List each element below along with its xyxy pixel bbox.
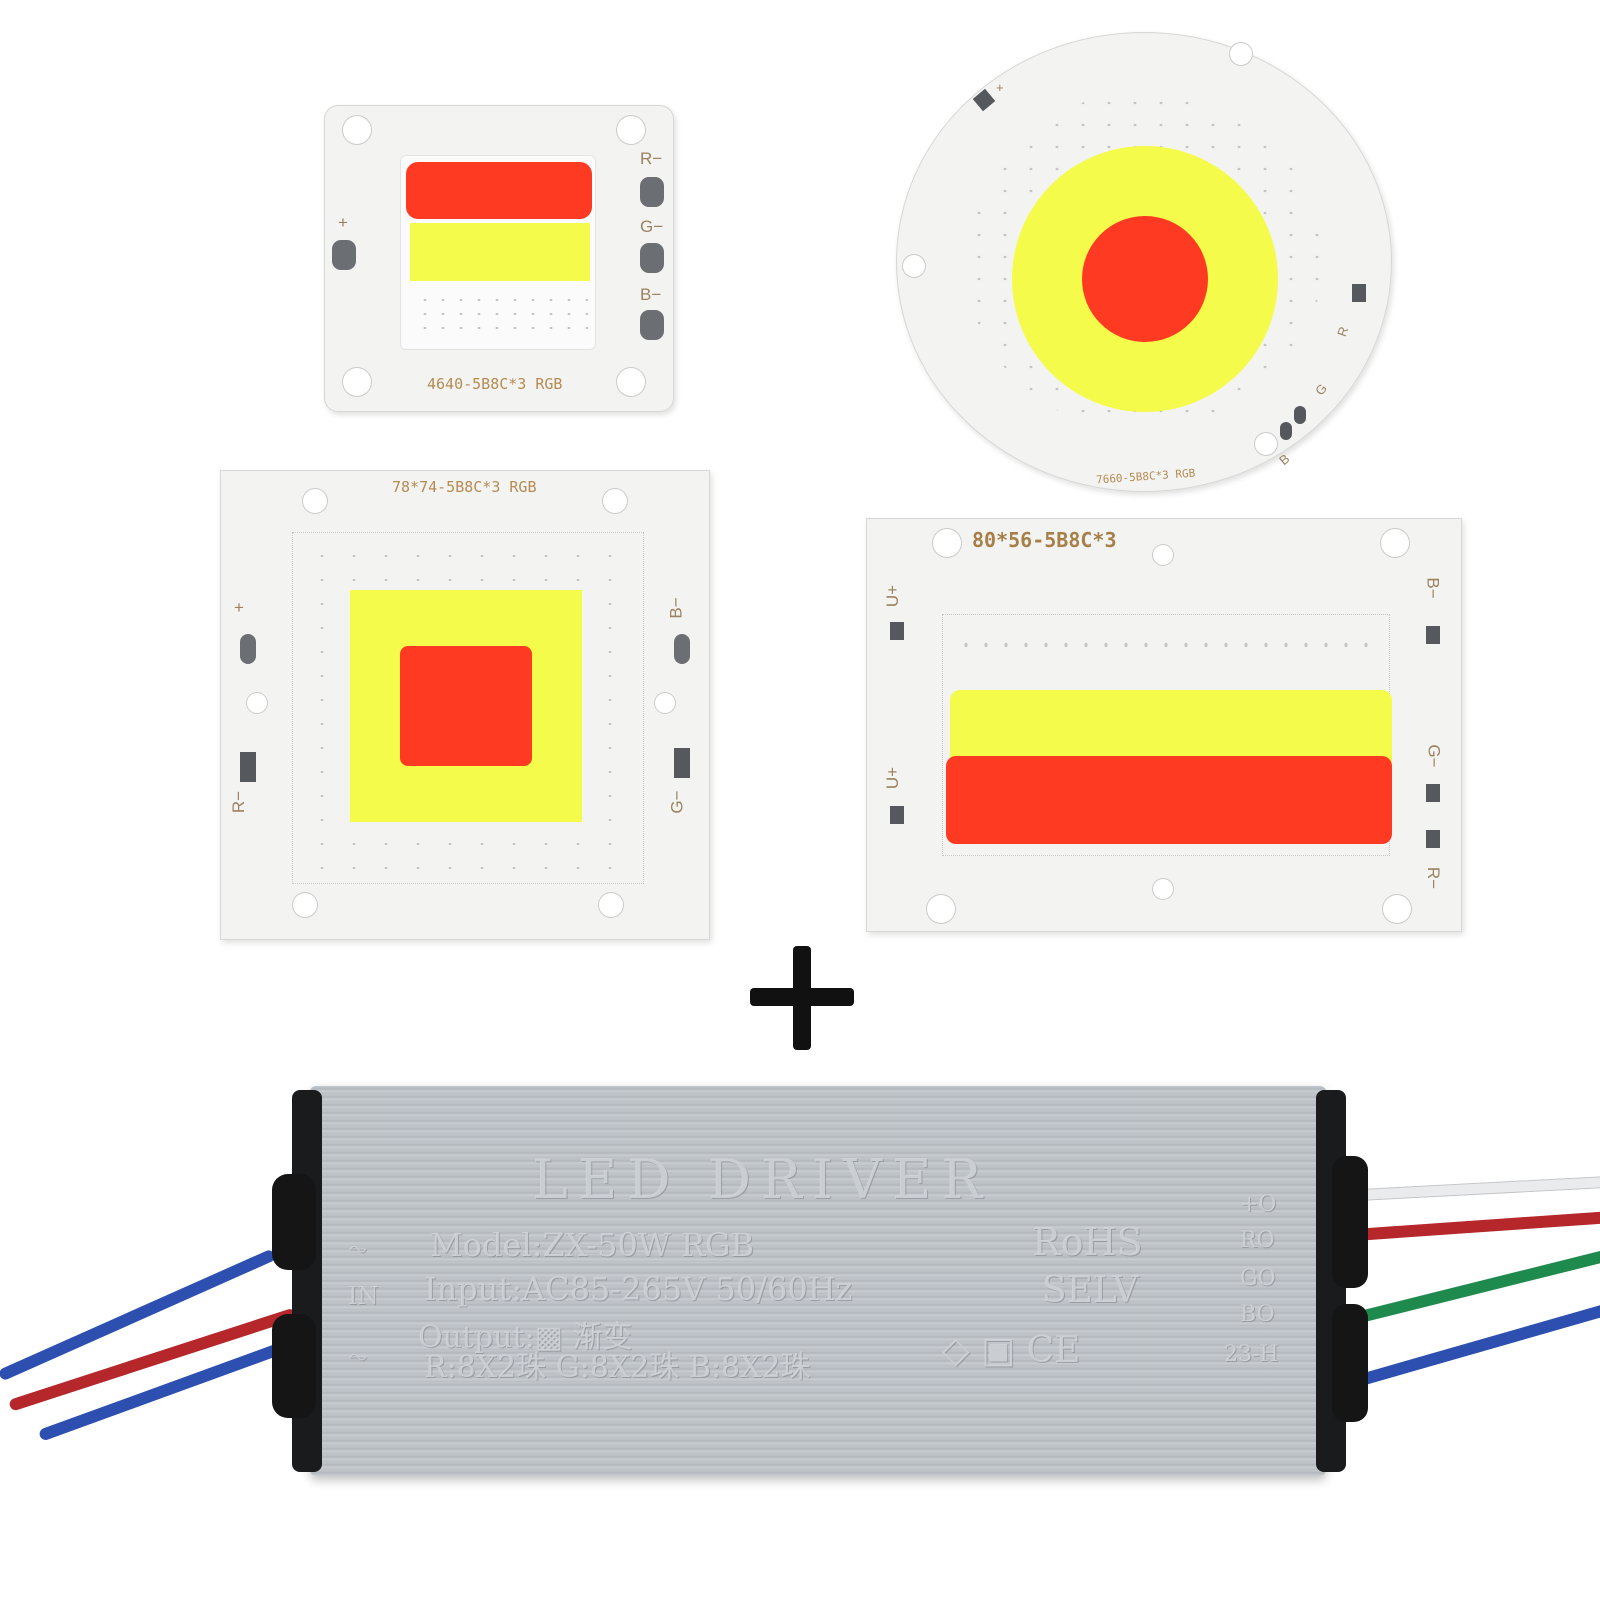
mounting-hole bbox=[1380, 528, 1410, 558]
led-driver: LED DRIVER ⏦ Model:ZX-50W RGB IN Input:A… bbox=[272, 1086, 1368, 1476]
solder-pad-r bbox=[240, 752, 256, 782]
solder-pad-r bbox=[1426, 830, 1440, 848]
driver-output-spec: Output:▩ 渐变 bbox=[418, 1320, 633, 1355]
mounting-hole bbox=[1152, 878, 1174, 900]
solder-pad-b bbox=[640, 310, 664, 340]
cob-chip-7874: + R− B− G− 78*74-5B8C*3 RGB bbox=[220, 470, 710, 940]
ac-symbol: ⏦ bbox=[348, 1342, 368, 1370]
red-led-center bbox=[1082, 216, 1208, 342]
plus-icon bbox=[750, 946, 854, 1050]
grommet-right-top bbox=[1332, 1156, 1368, 1288]
mounting-hole bbox=[926, 894, 956, 924]
chip-model-label: 78*74-5B8C*3 RGB bbox=[392, 478, 537, 496]
solder-pad-g bbox=[1294, 406, 1306, 424]
date-code: 23-H bbox=[1224, 1342, 1279, 1367]
mounting-hole bbox=[1229, 42, 1253, 66]
solder-pad-b bbox=[1280, 422, 1292, 440]
mounting-hole bbox=[1254, 432, 1278, 456]
mounting-hole bbox=[342, 115, 372, 145]
grommet-left-top bbox=[272, 1174, 316, 1270]
in-label: IN bbox=[348, 1282, 379, 1310]
chip-model-label: 80*56-5B8C*3 bbox=[972, 528, 1117, 552]
output-label-plus: +O bbox=[1240, 1192, 1277, 1217]
solder-pad-plus bbox=[240, 634, 256, 664]
mounting-hole bbox=[302, 488, 328, 514]
mounting-hole bbox=[616, 115, 646, 145]
yellow-led-strip bbox=[950, 690, 1392, 768]
output-wire-white bbox=[1339, 1175, 1600, 1202]
chip-model-label: 7660-5B8C*3 RGB bbox=[1095, 466, 1196, 487]
pin-label-g: G bbox=[1312, 380, 1331, 399]
solder-pad-u2 bbox=[890, 806, 904, 824]
mounting-hole bbox=[342, 367, 372, 397]
mounting-hole bbox=[1152, 544, 1174, 566]
pin-label-r: R− bbox=[1424, 866, 1444, 890]
grommet-right-bottom bbox=[1332, 1304, 1368, 1422]
output-label-g: GO bbox=[1240, 1266, 1276, 1291]
driver-title: LED DRIVER bbox=[532, 1148, 993, 1211]
pin-label-plus: + bbox=[234, 598, 244, 617]
yellow-led-strip bbox=[410, 223, 590, 281]
pin-label-u1: U+ bbox=[883, 584, 903, 608]
mounting-hole bbox=[246, 692, 268, 714]
mounting-hole bbox=[602, 488, 628, 514]
solder-pad-r bbox=[640, 177, 664, 207]
pin-label-b: B− bbox=[666, 597, 686, 619]
driver-model: Model:ZX-50W RGB bbox=[430, 1226, 755, 1264]
pin-label-b: B− bbox=[1423, 577, 1443, 599]
mounting-hole bbox=[902, 254, 926, 278]
mounting-hole bbox=[292, 892, 318, 918]
solder-pad-u1 bbox=[890, 622, 904, 640]
mounting-hole bbox=[654, 692, 676, 714]
mounting-hole bbox=[616, 367, 646, 397]
rohs-mark: RoHS bbox=[1032, 1220, 1143, 1264]
pin-label-plus: + bbox=[996, 80, 1004, 95]
red-led-square bbox=[400, 646, 532, 766]
solder-pad-plus bbox=[332, 240, 356, 270]
red-led-strip bbox=[946, 756, 1392, 844]
mounting-hole bbox=[932, 528, 962, 558]
pin-label-g: G− bbox=[667, 790, 687, 814]
pin-label-b: B bbox=[1276, 450, 1293, 469]
pin-label-r: R− bbox=[640, 149, 663, 168]
chip-model-label: 4640-5B8C*3 RGB bbox=[427, 375, 563, 393]
solder-pad-b bbox=[674, 634, 690, 664]
driver-input-spec: Input:AC85-265V 50/60Hz bbox=[424, 1270, 853, 1308]
pin-label-r: R bbox=[1334, 324, 1352, 339]
output-label-r: RO bbox=[1240, 1228, 1275, 1253]
driver-body bbox=[310, 1086, 1326, 1476]
mounting-hole bbox=[598, 892, 624, 918]
cob-chip-8056: U+ U+ B− G− R− 80*56-5B8C*3 bbox=[866, 518, 1462, 932]
pin-label-g: G− bbox=[1424, 744, 1444, 768]
output-wire-red bbox=[1339, 1211, 1600, 1242]
solder-pad-b bbox=[1426, 626, 1440, 644]
mounting-hole bbox=[1382, 894, 1412, 924]
output-label-b: BO bbox=[1240, 1302, 1275, 1327]
led-area bbox=[292, 532, 644, 884]
ac-symbol: ⏦ bbox=[348, 1234, 368, 1262]
solder-pad-g bbox=[640, 243, 664, 273]
pin-label-plus: + bbox=[338, 213, 348, 232]
driver-channel-spec: R:8X2珠 G:8X2珠 B:8X2珠 bbox=[424, 1350, 811, 1385]
solder-pad-r bbox=[1352, 284, 1366, 302]
solder-pad-g bbox=[1426, 784, 1440, 802]
red-led-strip bbox=[406, 162, 592, 219]
cob-chip-4640: + R− G− B− 4640-5B8C*3 RGB bbox=[324, 105, 674, 412]
pin-label-g: G− bbox=[640, 217, 664, 236]
selv-mark: SELV bbox=[1042, 1270, 1139, 1311]
pin-label-b: B− bbox=[640, 285, 662, 304]
solder-pad-plus bbox=[972, 88, 996, 112]
solder-pad-g bbox=[674, 748, 690, 778]
grommet-left-bottom bbox=[272, 1314, 316, 1418]
blue-led-dots bbox=[416, 293, 588, 339]
pin-label-r: R− bbox=[229, 790, 249, 814]
pin-label-u2: U+ bbox=[883, 766, 903, 790]
certification-marks: ◇ ▣ CE bbox=[942, 1330, 1081, 1371]
cob-chip-7660: + R G B 7660-5B8C*3 RGB bbox=[896, 32, 1392, 492]
blue-led-dots bbox=[956, 630, 1380, 670]
